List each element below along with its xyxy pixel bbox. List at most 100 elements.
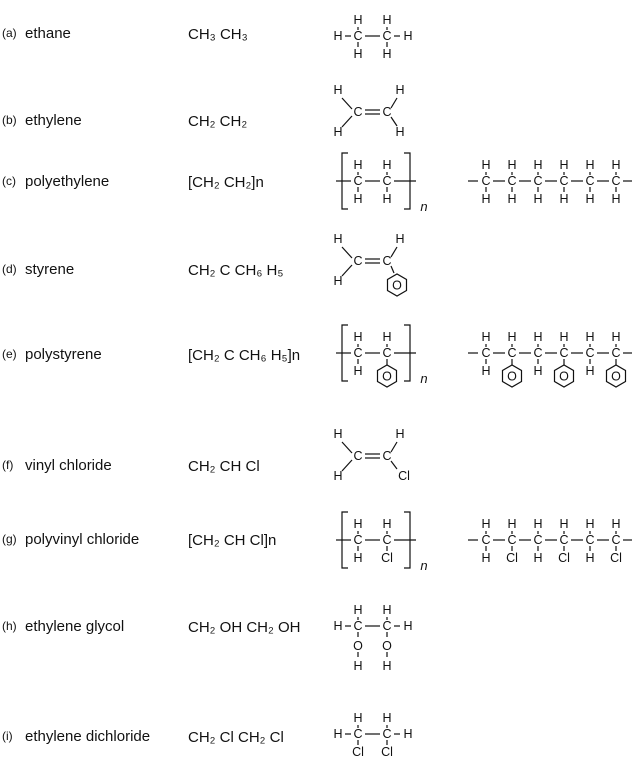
atom-label: C — [353, 254, 362, 268]
atom-label: H — [403, 727, 412, 741]
atom-label: C — [353, 449, 362, 463]
atom-label: H — [611, 330, 620, 344]
atom-label: C — [481, 346, 490, 360]
atom-label: H — [507, 517, 516, 531]
atom-label: H — [585, 192, 594, 206]
bond-line — [341, 264, 353, 277]
atom-label: H — [333, 619, 342, 633]
row-tag: (e) — [2, 347, 17, 361]
benzene-ring — [605, 364, 627, 388]
atom-label: H — [333, 469, 342, 483]
atom-label: C — [353, 105, 362, 119]
atom-label: H — [395, 232, 404, 246]
atom-label: O — [559, 370, 569, 384]
compound-formula: CH₂ OH CH₂ OH — [188, 619, 301, 636]
atom-label: H — [333, 125, 342, 139]
atom-label: C — [353, 619, 362, 633]
atom-label: H — [533, 158, 542, 172]
bond-line — [341, 115, 353, 128]
atom-label: H — [533, 364, 542, 378]
atom-label: C — [382, 619, 391, 633]
right-bracket — [404, 324, 411, 382]
bond-line — [390, 116, 398, 127]
atom-label: H — [507, 330, 516, 344]
atom-label: H — [353, 551, 362, 565]
atom-label: H — [333, 274, 342, 288]
atom-label: C — [611, 346, 620, 360]
atom-label: C — [559, 533, 568, 547]
bond-line — [390, 265, 395, 274]
atom-label: H — [585, 330, 594, 344]
atom-label: H — [559, 330, 568, 344]
compound-formula: CH₂ CH₂ — [188, 113, 248, 130]
atom-label: C — [353, 29, 362, 43]
row-tag: (c) — [2, 174, 16, 188]
compound-name: vinyl chloride — [25, 457, 112, 474]
atom-label: H — [353, 517, 362, 531]
atom-label: C — [353, 174, 362, 188]
compound-name: styrene — [25, 261, 75, 278]
atom-label: H — [382, 158, 391, 172]
bond-line — [390, 460, 398, 470]
atom-label: C — [481, 174, 490, 188]
atom-label: O — [382, 370, 392, 384]
atom-label: H — [382, 192, 391, 206]
atom-label: O — [611, 370, 621, 384]
atom-label: H — [533, 192, 542, 206]
row-tag: (b) — [2, 113, 17, 127]
atom-label: C — [585, 174, 594, 188]
atom-label: H — [395, 125, 404, 139]
atom-label: H — [481, 364, 490, 378]
benzene-ring — [386, 273, 408, 297]
atom-label: H — [395, 427, 404, 441]
atom-label: C — [507, 346, 516, 360]
atom-label: H — [382, 330, 391, 344]
atom-label: H — [382, 603, 391, 617]
atom-label: H — [611, 158, 620, 172]
atom-label: n — [420, 371, 427, 386]
atom-label: C — [382, 346, 391, 360]
atom-label: C — [507, 174, 516, 188]
atom-label: H — [559, 517, 568, 531]
atom-label: n — [420, 558, 427, 573]
atom-label: H — [533, 551, 542, 565]
compound-formula: CH₂ C CH₆ H₅ — [188, 262, 284, 279]
atom-label: O — [382, 639, 392, 653]
atom-label: H — [533, 517, 542, 531]
atom-label: H — [353, 330, 362, 344]
bond-line — [390, 97, 398, 109]
atom-label: Cl — [506, 551, 518, 565]
atom-label: C — [382, 533, 391, 547]
atom-label: H — [585, 551, 594, 565]
bond-line — [341, 441, 353, 454]
atom-label: O — [353, 639, 363, 653]
bond-line — [390, 246, 398, 258]
right-bracket — [404, 511, 411, 569]
atom-label: H — [333, 29, 342, 43]
atom-label: Cl — [352, 745, 364, 759]
compound-formula: [CH₂ C CH₆ H₅]n — [188, 347, 301, 364]
row-tag: (i) — [2, 729, 13, 743]
atom-label: H — [382, 13, 391, 27]
atom-label: H — [353, 13, 362, 27]
atom-label: C — [533, 174, 542, 188]
atom-label: Cl — [558, 551, 570, 565]
atom-label: C — [533, 346, 542, 360]
atom-label: H — [353, 711, 362, 725]
row-tag: (h) — [2, 619, 17, 633]
atom-label: C — [382, 29, 391, 43]
atom-label: C — [585, 533, 594, 547]
atom-label: C — [611, 533, 620, 547]
atom-label: C — [353, 346, 362, 360]
benzene-ring — [376, 364, 398, 388]
atom-label: H — [395, 83, 404, 97]
atom-label: H — [353, 158, 362, 172]
atom-label: Cl — [610, 551, 622, 565]
